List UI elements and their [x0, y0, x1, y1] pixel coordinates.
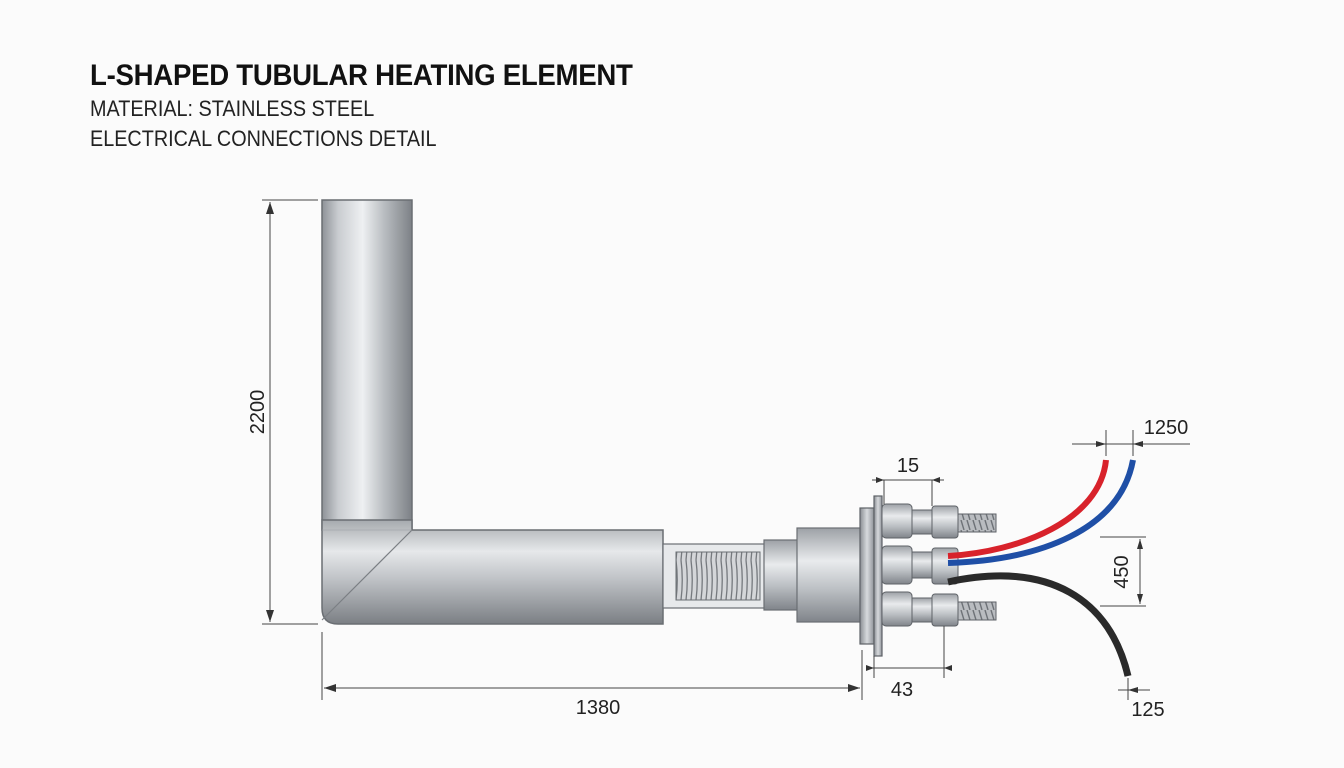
dim-terminal-width: 15: [897, 455, 919, 477]
detail-label: ELECTRICAL CONNECTIONS DETAIL: [90, 126, 437, 151]
material-label: MATERIAL: STAINLESS STEEL: [90, 96, 375, 121]
drawing-header: L-SHAPED TUBULAR HEATING ELEMENT MATERIA…: [90, 58, 680, 154]
black-wire: [947, 572, 1132, 677]
wires: [947, 459, 1136, 677]
dim-wire-spacing: 1250: [1144, 417, 1189, 439]
drawing-title: L-SHAPED TUBULAR HEATING ELEMENT: [90, 59, 633, 92]
blue-wire: [947, 459, 1136, 566]
vertical-tube: [321, 199, 413, 531]
coil-section: [662, 543, 767, 609]
terminal-top: [881, 503, 997, 539]
dim-vertical-height: 2200: [247, 390, 269, 435]
horizontal-tube: [321, 519, 664, 625]
terminal-middle: [881, 545, 959, 585]
dim-terminal-spacing: 450: [1111, 555, 1133, 588]
arrowheads: [266, 202, 1143, 693]
dim-horizontal-length: 1380: [576, 697, 621, 719]
terminal-bottom: [881, 591, 997, 627]
dim-wire-end: 125: [1131, 699, 1164, 721]
red-wire: [947, 459, 1109, 559]
flange: [859, 495, 883, 657]
collar: [763, 527, 862, 623]
dim-flange-offset: 43: [891, 679, 913, 701]
